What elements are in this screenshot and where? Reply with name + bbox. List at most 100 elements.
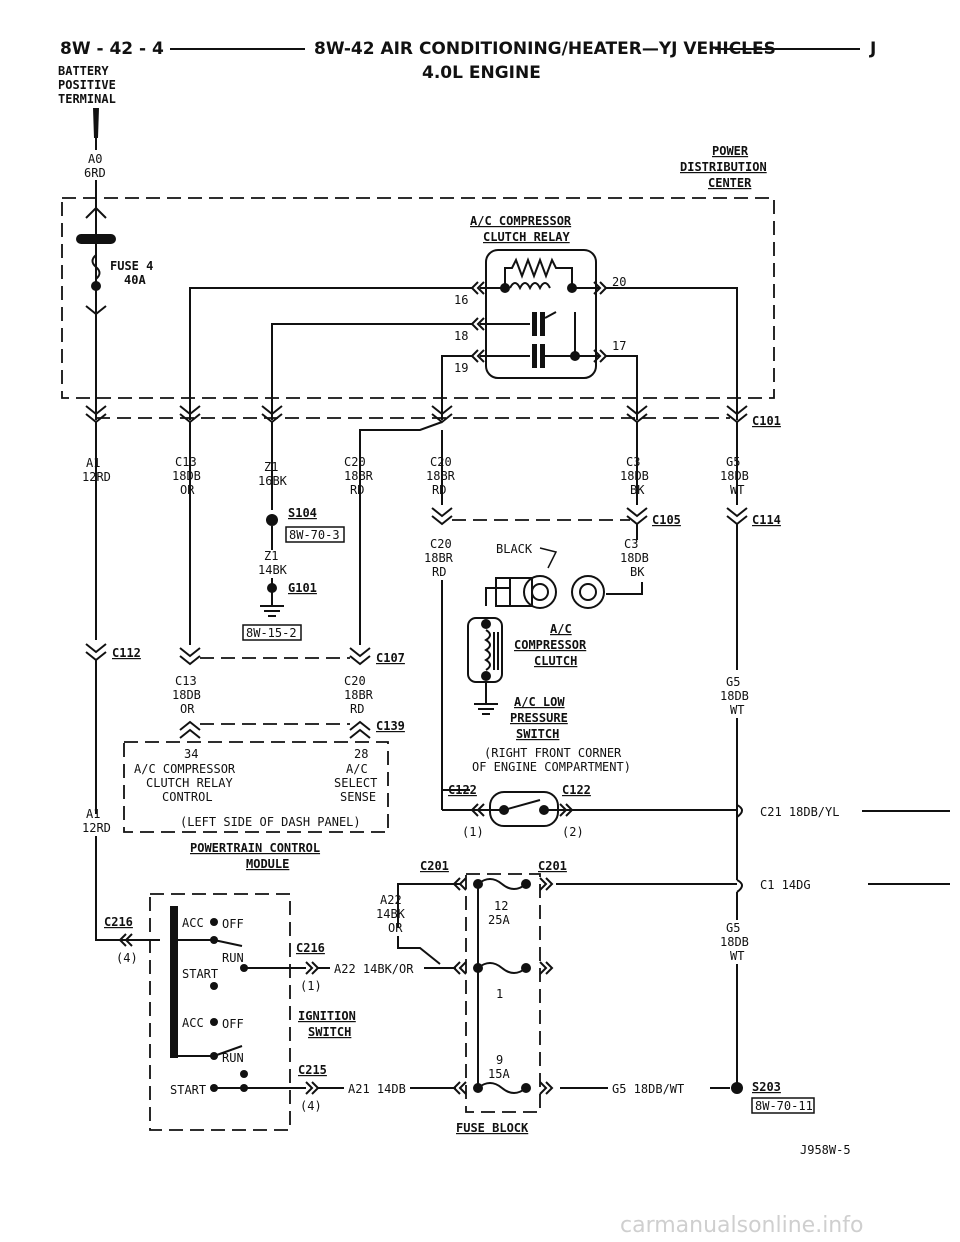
wire-c21: C21 18DB/YL [760, 805, 839, 819]
wire-a21: A21 14DB [348, 1082, 406, 1096]
connector-c201-left: C201 [420, 859, 449, 873]
connector-s104: S104 [288, 506, 317, 520]
clutch-label-1: A/C [550, 622, 572, 636]
wire-g5c-2: 18DB [720, 935, 749, 949]
pcm-label-2: MODULE [246, 857, 289, 871]
pcm-box [123, 741, 389, 833]
pdc-label-2: DISTRIBUTION [680, 160, 767, 174]
ref-8w-15-2[interactable]: 8W-15-2 [246, 626, 297, 640]
wire-g5b-1: G5 [726, 675, 740, 689]
wire-c13-2: 18DB [172, 469, 201, 483]
connector-c114: C114 [752, 513, 781, 527]
wire-a1-1: A1 [86, 456, 100, 470]
pin-c122-1: (1) [462, 825, 484, 839]
sw-start-2: START [170, 1083, 206, 1097]
ignition-label-1: IGNITION [298, 1009, 356, 1023]
wire-c20c-2: 18BR [424, 551, 454, 565]
pin-20: 20 [612, 275, 626, 289]
figure-id: J958W-5 [800, 1143, 851, 1157]
wire-c20a-2: 18BR [344, 469, 374, 483]
wire-c13b-3: OR [180, 702, 195, 716]
wire-c20d-3: RD [350, 702, 364, 716]
wire-c20a-1: C20 [344, 455, 366, 469]
fuse-block-symbol [76, 234, 116, 244]
ref-8w-70-3[interactable]: 8W-70-3 [289, 528, 340, 542]
fuse-9-num: 9 [496, 1053, 503, 1067]
fuse4-label: FUSE 4 [110, 259, 153, 273]
wire-c20c-1: C20 [430, 537, 452, 551]
wire-g5a-1: G5 [726, 455, 740, 469]
wire-c20d-2: 18BR [344, 688, 374, 702]
wire-a22h: A22 14BK/OR [334, 962, 414, 976]
splice-s104 [266, 514, 278, 526]
fuse-12-rating: 25A [488, 913, 510, 927]
connector-s203: S203 [752, 1080, 781, 1094]
pin-18: 18 [454, 329, 468, 343]
wire-z1b-2: 14BK [258, 563, 288, 577]
wire-c20b-3: RD [432, 483, 446, 497]
wire-a22-3: OR [388, 921, 403, 935]
wire-c13-3: OR [180, 483, 195, 497]
fuse-9-rating: 15A [488, 1067, 510, 1081]
connector-symbol [85, 206, 107, 219]
fuse4-symbol [91, 254, 101, 280]
battery-label-1: BATTERY [58, 64, 109, 78]
wire-c3b-2: 18DB [620, 551, 649, 565]
pin-c215-4: (4) [300, 1099, 322, 1113]
wire-a0-1: A0 [88, 152, 102, 166]
diagram-subtitle: 4.0L ENGINE [422, 63, 541, 83]
lps-location-1: (RIGHT FRONT CORNER [484, 746, 622, 760]
wire-c3-1: C3 [626, 455, 640, 469]
fuse-9: 9 15A [452, 1053, 554, 1095]
wire-g5c-3: WT [730, 949, 744, 963]
wire-a0-2: 6RD [84, 166, 106, 180]
black-label: BLACK [496, 542, 533, 556]
ignition-label-2: SWITCH [308, 1025, 351, 1039]
sw-acc-1: ACC [182, 916, 204, 930]
connector-c112: C112 [112, 646, 141, 660]
ignition-switch-bar [170, 906, 178, 1058]
sw-off-2: OFF [222, 1017, 244, 1031]
relay-label-1: A/C COMPRESSOR [470, 214, 572, 228]
wire-c20a-3: RD [350, 483, 364, 497]
wire-a22-1: A22 [380, 893, 402, 907]
fuse-12: 12 25A [452, 877, 554, 1088]
pcm-right-3: SENSE [340, 790, 376, 804]
wire-c20c-3: RD [432, 565, 446, 579]
ground-g101-point [267, 583, 277, 593]
connector-c139: C139 [376, 719, 405, 733]
clutch-label-3: CLUTCH [534, 654, 577, 668]
wire-c3b-3: BK [630, 565, 645, 579]
wire-z1-2: 16BK [258, 474, 288, 488]
lps-location-2: OF ENGINE COMPARTMENT) [472, 760, 631, 774]
connector-c101: C101 [752, 414, 781, 428]
pin-28: 28 [354, 747, 368, 761]
clutch-coil [484, 629, 491, 671]
fuse4-rating: 40A [124, 273, 146, 287]
wire-c13-1: C13 [175, 455, 197, 469]
pdc-box [61, 197, 775, 399]
page-ref: 8W - 42 - 4 [60, 39, 164, 59]
pin-c216-4: (4) [116, 951, 138, 965]
clutch-pulley [523, 575, 557, 609]
wire-c13b-2: 18DB [172, 688, 201, 702]
connector-g101: G101 [288, 581, 317, 595]
connector-c122-right: C122 [562, 783, 591, 797]
sw-start-1: START [182, 967, 218, 981]
watermark: carmanualsonline.info [620, 1213, 863, 1238]
pcm-left-3: CONTROL [162, 790, 213, 804]
ref-8w-70-11[interactable]: 8W-70-11 [755, 1099, 813, 1113]
pin-19: 19 [454, 361, 468, 375]
pcm-note: (LEFT SIDE OF DASH PANEL) [180, 815, 361, 829]
sw-acc-2: ACC [182, 1016, 204, 1030]
wire-g5a-2: 18DB [720, 469, 749, 483]
wire-g5b-3: WT [730, 703, 744, 717]
pdc-label-3: CENTER [708, 176, 752, 190]
wire-g5b-2: 18DB [720, 689, 749, 703]
wire-c1: C1 14DG [760, 878, 811, 892]
diagram-title: 8W-42 AIR CONDITIONING/HEATER—YJ VEHICLE… [314, 39, 776, 59]
pin-17: 17 [612, 339, 626, 353]
wire-c3-2: 18DB [620, 469, 649, 483]
pin-c122-2: (2) [562, 825, 584, 839]
